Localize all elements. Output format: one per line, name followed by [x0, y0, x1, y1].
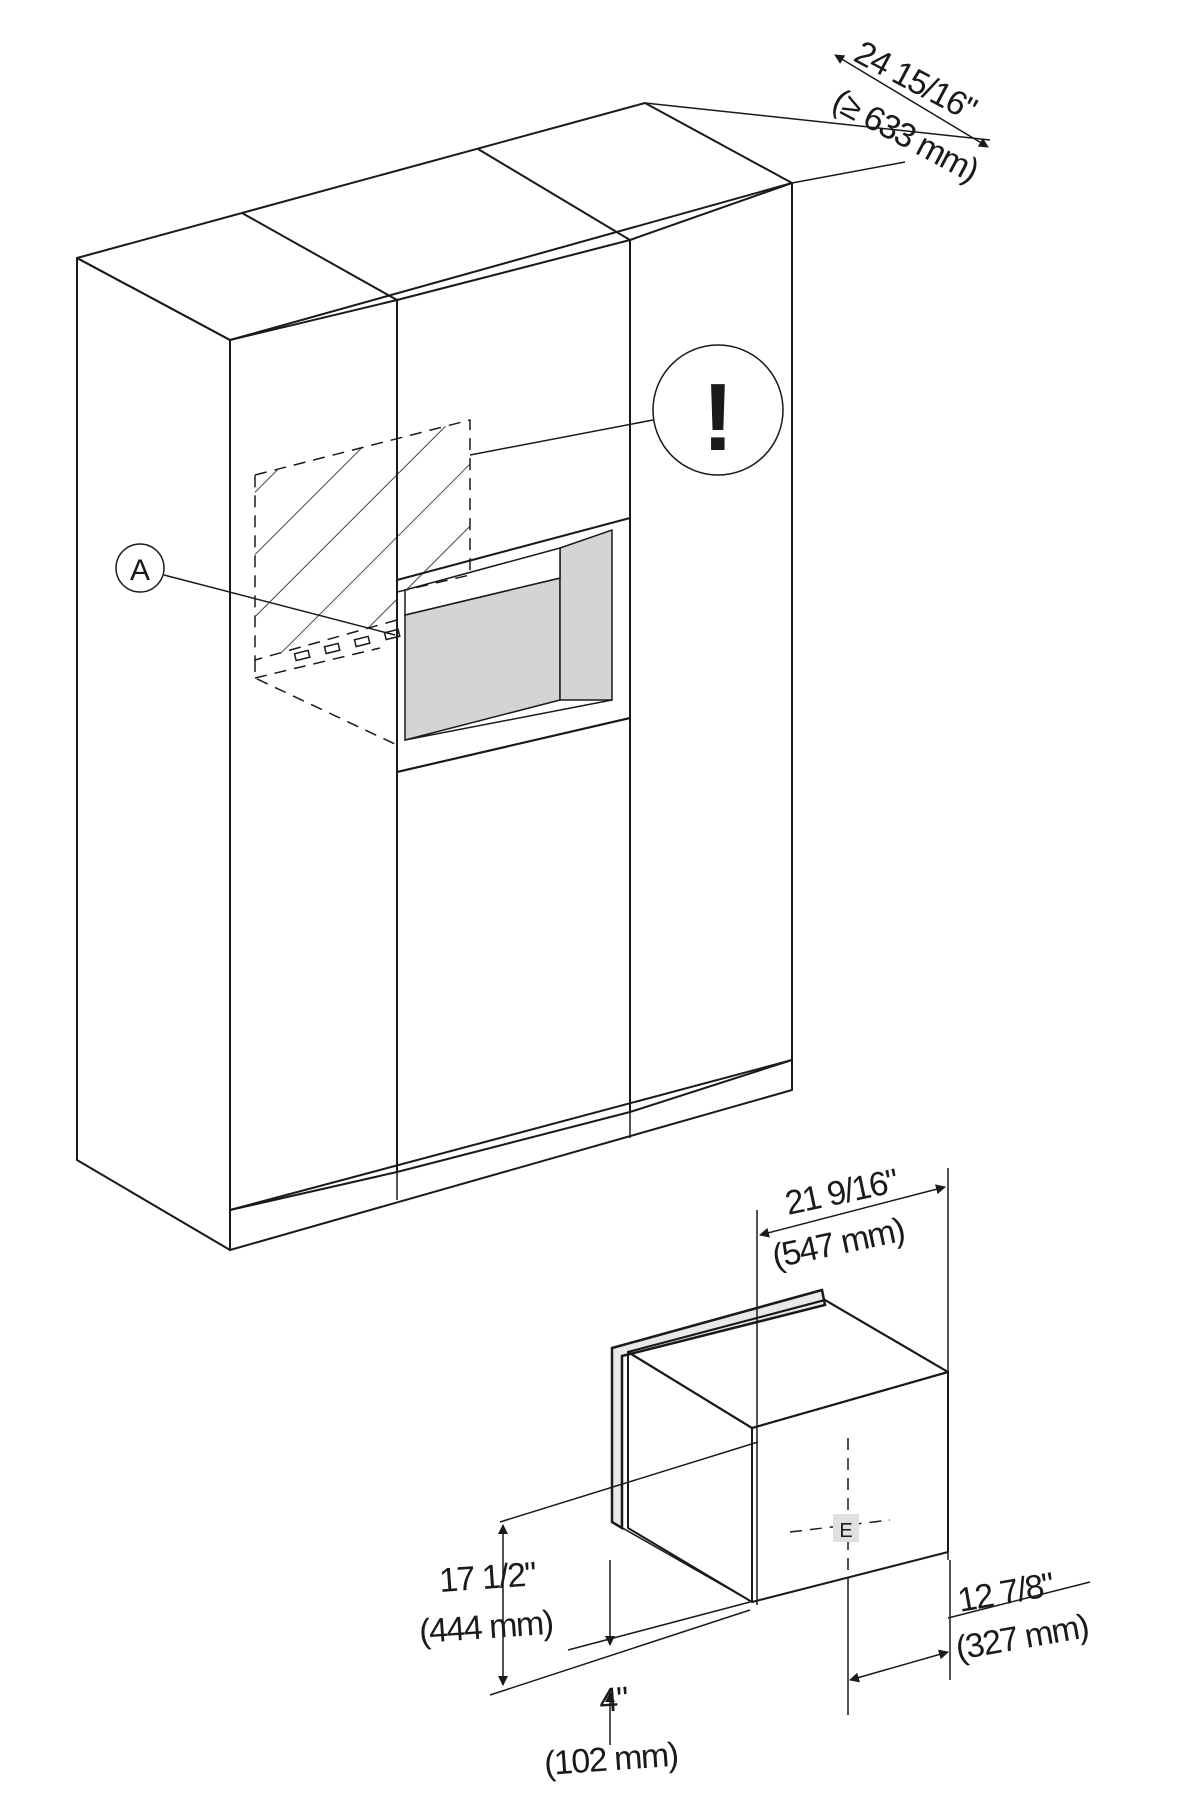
kitchen-cabinet	[76, 102, 793, 1251]
warning-icon	[652, 344, 784, 476]
cabinet-door-right	[629, 182, 793, 1113]
appliance-unit: E	[610, 1288, 949, 1603]
appliance-side	[751, 1371, 949, 1603]
callout-a-label: A	[130, 554, 150, 587]
warning-leader	[469, 419, 654, 456]
appliance-depth-inch: 12 7/8"	[955, 1566, 1057, 1620]
appliance-center-marker	[833, 1514, 859, 1542]
appliance-height-inch: 17 1/2"	[438, 1555, 537, 1600]
bottom-offset-mm: (102 mm)	[543, 1736, 679, 1783]
dimension-arrow	[759, 1184, 946, 1238]
callout-a: A	[115, 543, 396, 636]
vent-slots	[293, 628, 401, 662]
bottom-offset-inch: 4"	[598, 1680, 629, 1720]
air-slot-outline	[254, 660, 398, 746]
cabinet-door-left	[229, 299, 398, 1211]
dimension-arrow	[834, 54, 989, 148]
niche-interior-back	[404, 547, 561, 616]
dimension-niche-width: 24 15/16" (≥ 633 mm)	[644, 34, 991, 190]
appliance-height-mm: (444 mm)	[418, 1604, 554, 1651]
callout-a-circle	[115, 543, 165, 593]
dimension-appliance-height: 17 1/2" (444 mm)	[418, 1441, 759, 1696]
warning-label: !	[702, 364, 734, 471]
callout-a-leader	[163, 574, 396, 636]
appliance-top	[627, 1299, 949, 1429]
cabinet-plinth	[229, 1059, 793, 1251]
dimension-arrow	[849, 1649, 949, 1683]
appliance-label: E	[839, 1520, 852, 1542]
dimension-bottom-offset: 4" (102 mm)	[543, 1560, 751, 1783]
dimension-appliance-depth: 12 7/8" (327 mm)	[847, 1560, 1091, 1715]
cabinet-side-panel	[76, 257, 231, 1251]
appliance-front-frame	[610, 1288, 827, 1531]
niche-interior-right-wall	[559, 528, 613, 701]
warning-callout: !	[469, 344, 784, 476]
